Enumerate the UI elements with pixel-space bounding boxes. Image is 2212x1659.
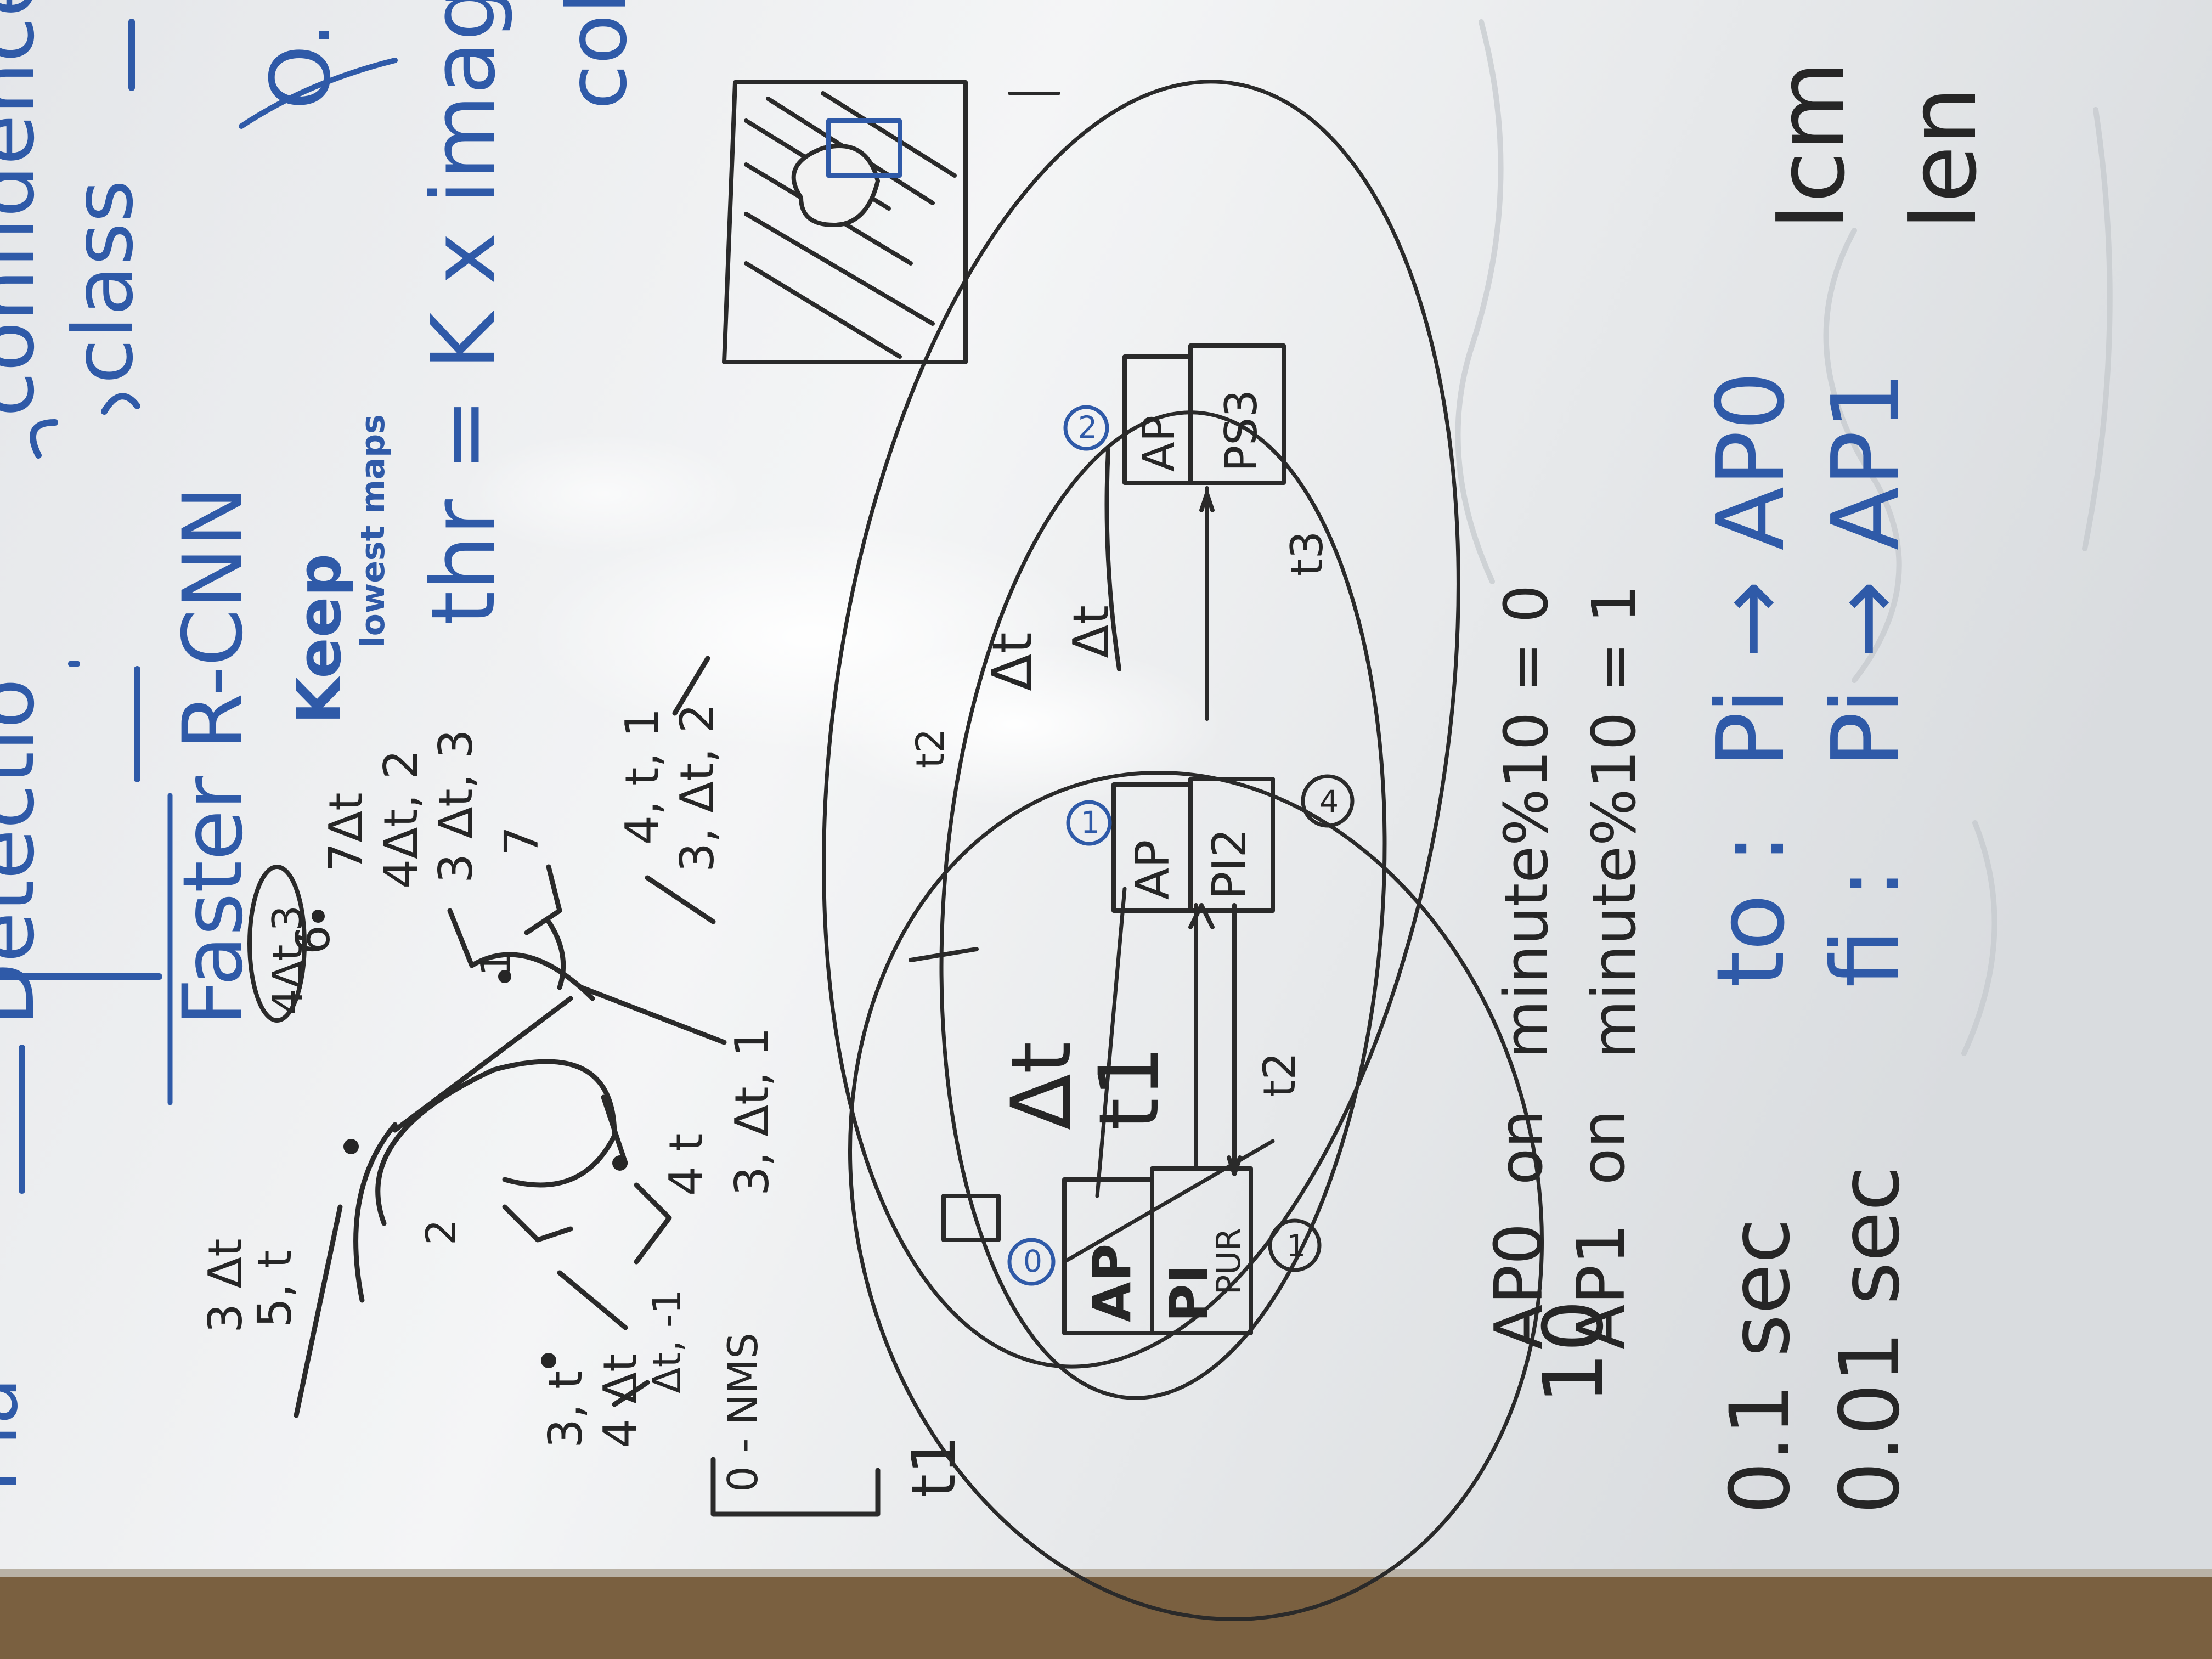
ien-text: Ien [1889, 87, 1997, 230]
label-4dt: 4 Δt [594, 1353, 648, 1448]
col-text: col [550, 0, 645, 110]
label-5t: 5, t [248, 1250, 302, 1328]
ps3-label: PS3 [1216, 390, 1267, 472]
pla-text: Pla [0, 1378, 35, 1492]
pi-ap0-text: Pi → AP0 [1697, 371, 1805, 769]
label-dt-big: Δt [994, 1042, 1090, 1130]
flow-arrows [909, 448, 1242, 1242]
label-t1-big: t1 [899, 1436, 969, 1498]
ap-box-0 [1062, 1166, 1253, 1335]
circle-4dt3 [247, 865, 307, 1023]
blue-top-notes [0, 19, 162, 1194]
pi-ap1-text: Pi → AP1 [1812, 371, 1921, 769]
image-sketch-blue-box [826, 119, 902, 178]
label-dt-mid2: Δt [1063, 605, 1120, 658]
class-text: class [56, 180, 151, 384]
ap-box-2 [1122, 343, 1286, 485]
o-curve [239, 58, 398, 129]
bracket-class [30, 419, 58, 459]
circle-0-text: 0 [1023, 1244, 1042, 1279]
faster-rcnn-text: Faster R-CNN [166, 486, 261, 1026]
outer-oval-left [848, 770, 1544, 1622]
detection-text: Detectio [0, 678, 53, 1026]
label-7: 7 [495, 826, 549, 856]
label-ap0: AP0 [1481, 1223, 1558, 1350]
nms-bracket [710, 1457, 881, 1517]
to-text: to : [1697, 833, 1805, 988]
label-1: 1 [472, 950, 520, 977]
label-minute-1: minute%10 = 1 [1579, 584, 1649, 1059]
icm-text: Icm [1757, 61, 1866, 230]
outer-oval-right [822, 80, 1460, 1369]
o-dot-text: O. [253, 22, 349, 110]
label-ap1: AP1 [1564, 1223, 1640, 1350]
label-3dt1: 3, Δt, 1 [725, 1027, 780, 1196]
keep-text: Keep [284, 554, 354, 724]
circle-2-text: 2 [1078, 410, 1097, 445]
circled-numbers: 0 1 2 1 4 [1007, 405, 1355, 1286]
board-frame-edge [0, 1569, 2212, 1577]
label-t1: t1 [1082, 1046, 1177, 1130]
lowest-maps-text: lowest maps [354, 414, 392, 647]
label-4t: 4 t [659, 1133, 714, 1196]
label-4dt2: 4Δt, 2 [374, 749, 428, 889]
ap-label-0: AP [1082, 1244, 1143, 1322]
label-on-1: on [1486, 1110, 1556, 1185]
confidence-text: confidence [0, 0, 53, 417]
circle-c1-text: 1 [1286, 1228, 1306, 1263]
pi2-label: PI2 [1203, 828, 1257, 900]
label-0.1sec: 0.1 sec [1713, 1218, 1808, 1514]
label-0nms: 0 - NMS [719, 1333, 767, 1492]
ap-label-2: AP [1133, 415, 1184, 472]
label-minute-0: minute%10 = 0 [1491, 584, 1561, 1059]
inner-oval [939, 410, 1387, 1400]
label-2: 2 [417, 1219, 465, 1245]
label-3dt3: 3 Δt, 3 [429, 729, 483, 883]
pur-label: PUR [1210, 1228, 1248, 1295]
label-6: 6 [286, 925, 341, 955]
label-10: 10 [1526, 1300, 1622, 1404]
label-t2-a: t2 [1254, 1052, 1305, 1097]
circle-c4-text: 4 [1319, 784, 1339, 819]
wooden-tray [0, 1575, 2212, 1659]
label-3t: 3, t [539, 1371, 593, 1448]
label-dt-minus1: Δt, -1 [645, 1289, 690, 1393]
ap-label-1: AP [1126, 840, 1180, 900]
label-0.01sec: 0.01 sec [1822, 1166, 1918, 1514]
label-t2-b: t2 [908, 729, 953, 768]
ap-box-1 [1111, 777, 1275, 913]
circle-1-text: 1 [1081, 805, 1100, 840]
thr-text: thr = K x imag [412, 0, 515, 625]
graph-sketch [294, 656, 727, 1418]
image-sketch [722, 80, 968, 364]
pi-label-0: PI [1159, 1265, 1220, 1322]
erased-ghost-marks [1455, 19, 2113, 1056]
label-3dt2: 3, Δt, 2 [670, 703, 725, 872]
label-4t1: 4, t, 1 [616, 708, 670, 845]
label-3dt: 3 Δt [199, 1238, 253, 1333]
light-glare-2 [806, 642, 1223, 806]
graph-dots [312, 910, 628, 1368]
light-glare-3 [461, 433, 746, 554]
label-dt-mid: Δt [980, 632, 1045, 691]
label-t3: t3 [1282, 531, 1333, 576]
label-7dt: 7Δt [319, 792, 374, 872]
label-on-2: on [1568, 1110, 1638, 1185]
fi-text: fi : [1812, 868, 1921, 988]
